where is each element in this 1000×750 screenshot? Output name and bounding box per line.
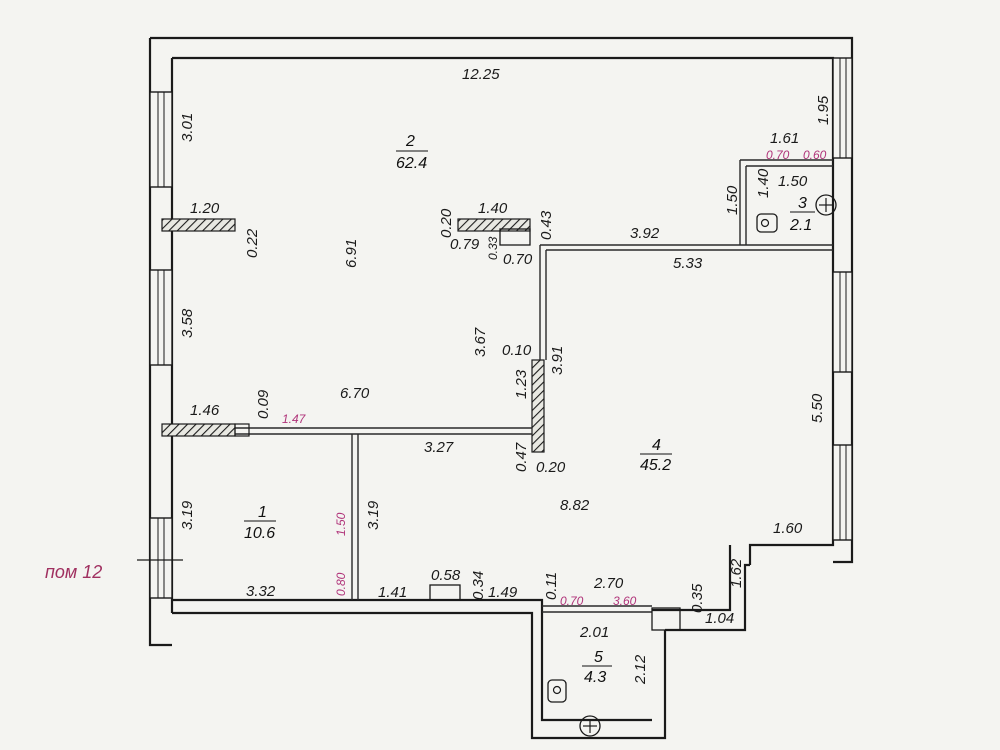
dim-label: 0.11 — [543, 572, 560, 600]
room-labels: 2 62.4 3 2.1 4 45.2 1 10.6 5 4.3 — [244, 133, 815, 686]
toilet-icon — [547, 679, 567, 703]
dim-label: 0.70 — [560, 594, 584, 608]
dim-label: 1.60 — [773, 520, 803, 537]
dim-label: 0.09 — [255, 389, 272, 419]
dim-label: 1.50 — [724, 185, 741, 215]
dim-label: 0.22 — [244, 228, 261, 258]
dim-label: 1.40 — [755, 168, 772, 198]
room-number: 1 — [258, 504, 267, 521]
dim-label: 1.62 — [728, 558, 745, 588]
dim-label: 0.47 — [513, 442, 530, 472]
riser-icon — [815, 194, 837, 216]
dim-label: 3.58 — [179, 308, 196, 338]
room-area: 62.4 — [396, 155, 427, 172]
room-number: 2 — [405, 133, 415, 150]
dim-label: 3.67 — [472, 327, 489, 357]
dim-label: 3.01 — [179, 113, 196, 142]
fixtures — [547, 194, 837, 737]
room-label-5: 5 4.3 — [582, 649, 612, 686]
dim-label: 0.80 — [334, 572, 348, 596]
room-number: 4 — [652, 437, 661, 454]
external-room-label: пом 12 — [45, 562, 102, 582]
dim-label: 2.12 — [632, 654, 649, 685]
dim-label: 1.40 — [478, 200, 508, 217]
toilet-icon — [756, 213, 778, 233]
room-number: 5 — [594, 649, 603, 666]
dim-label: 1.20 — [190, 200, 220, 217]
dim-label: 0.60 — [803, 148, 827, 162]
dim-label: 0.70 — [766, 148, 790, 162]
dim-label: 3.27 — [424, 439, 454, 456]
room-area: 4.3 — [584, 669, 606, 686]
room-label-4: 4 45.2 — [640, 437, 672, 474]
dim-label: 1.50 — [334, 512, 348, 536]
dim-label: 0.10 — [502, 342, 532, 359]
riser-icon — [579, 715, 601, 737]
dim-label: 1.61 — [770, 130, 799, 147]
dim-label: 1.49 — [488, 584, 518, 601]
room-label-2: 2 62.4 — [396, 133, 428, 172]
room-label-3: 3 2.1 — [789, 195, 815, 234]
dim-label: 5.50 — [809, 393, 826, 423]
dim-label: 0.79 — [450, 236, 480, 253]
dim-label: 0.20 — [536, 459, 566, 476]
dim-label: 3.19 — [179, 500, 196, 530]
room-area: 10.6 — [244, 525, 275, 542]
dim-label: 1.95 — [815, 95, 832, 125]
dim-label: 3.91 — [549, 346, 566, 375]
dim-label: 1.46 — [190, 402, 220, 419]
dim-label: 0.58 — [431, 567, 461, 584]
dim-label: 1.47 — [282, 412, 307, 426]
dimension-labels: 12.25 1.95 3.01 1.20 0.22 6.91 0.20 1.40… — [179, 66, 832, 685]
columns — [161, 218, 545, 453]
dim-label: 8.82 — [560, 497, 590, 514]
dim-label: 2.70 — [593, 575, 624, 592]
external-label-group: пом 12 — [45, 559, 183, 582]
dim-label: 5.33 — [673, 255, 703, 272]
dim-label: 1.04 — [705, 610, 734, 627]
room-number: 3 — [798, 195, 807, 212]
dim-label: 1.41 — [378, 584, 407, 601]
dim-label: 3.19 — [365, 500, 382, 530]
dim-label: 3.92 — [630, 225, 660, 242]
dim-label: 0.70 — [503, 251, 533, 268]
room-area: 45.2 — [640, 457, 671, 474]
partitions — [234, 159, 833, 631]
dim-label: 0.43 — [538, 210, 555, 240]
dim-label: 6.91 — [343, 239, 360, 268]
dim-label: 3.32 — [246, 583, 276, 600]
room-area: 2.1 — [789, 217, 812, 234]
dim-label: 0.20 — [438, 208, 455, 238]
dim-label: 12.25 — [462, 66, 500, 83]
dim-label: 0.33 — [486, 236, 500, 260]
dim-label: 1.23 — [513, 369, 530, 399]
dim-label: 1.50 — [778, 173, 808, 190]
dim-label: 3.60 — [613, 594, 637, 608]
dim-label: 6.70 — [340, 385, 370, 402]
outer-walls — [148, 36, 854, 740]
windows — [149, 57, 853, 599]
room-label-1: 1 10.6 — [244, 504, 276, 542]
dim-label: 0.34 — [470, 571, 487, 600]
dim-label: 2.01 — [579, 624, 609, 641]
dim-label: 0.35 — [689, 583, 706, 613]
